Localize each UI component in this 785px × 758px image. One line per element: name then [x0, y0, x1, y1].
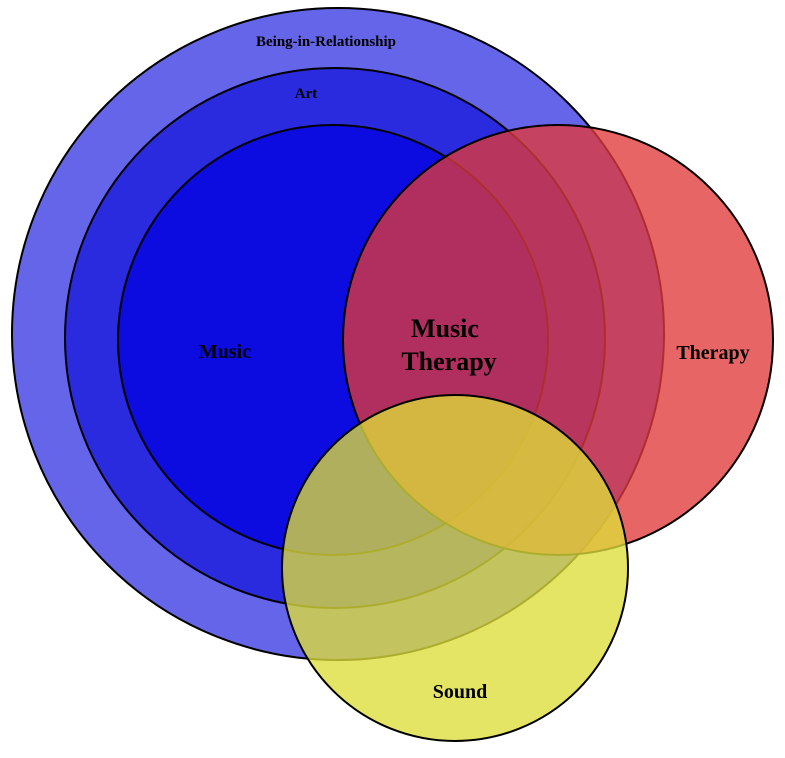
- music-label: Music: [199, 341, 251, 363]
- sound-label: Sound: [433, 681, 488, 703]
- music-therapy-label-line1: Music: [411, 314, 479, 343]
- art-label: Art: [295, 86, 318, 102]
- sound-circle: [281, 394, 629, 742]
- therapy-label: Therapy: [676, 342, 749, 364]
- being-in-relationship-label: Being-in-Relationship: [256, 34, 396, 50]
- music-therapy-label-line2: Therapy: [401, 347, 496, 376]
